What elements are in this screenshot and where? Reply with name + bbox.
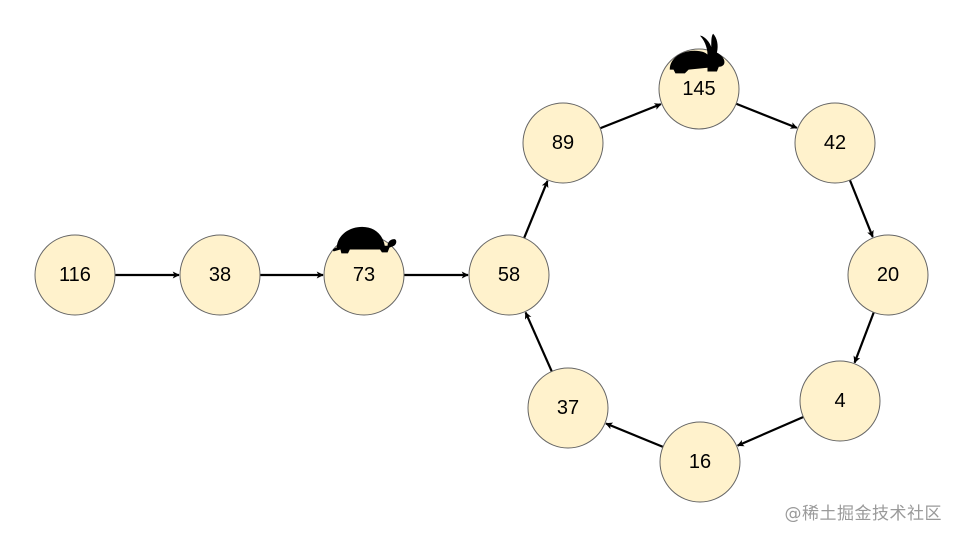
arrow-16-to-37 bbox=[605, 422, 664, 448]
arrow-89-to-145 bbox=[599, 103, 662, 130]
node-label: 89 bbox=[552, 132, 574, 154]
arrow-4-to-16 bbox=[736, 415, 804, 447]
rabbit-icon bbox=[669, 33, 725, 74]
node-89: 89 bbox=[522, 102, 604, 184]
node-label: 16 bbox=[689, 451, 711, 473]
node-label: 37 bbox=[557, 397, 579, 419]
arrow-145-to-42 bbox=[735, 102, 798, 129]
tortoise-icon bbox=[332, 226, 397, 254]
node-label: 4 bbox=[834, 390, 845, 412]
node-circle bbox=[34, 234, 116, 316]
node-label: 38 bbox=[209, 264, 231, 286]
node-circle bbox=[799, 360, 881, 442]
arrow-58-to-89 bbox=[523, 180, 549, 239]
node-label: 145 bbox=[682, 78, 715, 100]
arrow-37-to-58 bbox=[524, 311, 553, 372]
node-circle bbox=[847, 234, 929, 316]
node-38: 38 bbox=[179, 234, 261, 316]
node-label: 116 bbox=[59, 264, 91, 286]
node-circle bbox=[794, 102, 876, 184]
node-20: 20 bbox=[847, 234, 929, 316]
watermark: @稀土掘金技术社区 bbox=[784, 504, 942, 524]
node-circle bbox=[179, 234, 261, 316]
arrow-20-to-4 bbox=[853, 311, 875, 364]
node-circle bbox=[527, 367, 609, 449]
node-116: 116 bbox=[34, 234, 116, 316]
node-label: 58 bbox=[498, 264, 520, 286]
node-label: 73 bbox=[353, 264, 375, 286]
node-label: 42 bbox=[824, 132, 846, 154]
node-58: 58 bbox=[468, 234, 550, 316]
node-42: 42 bbox=[794, 102, 876, 184]
node-73: 73 bbox=[323, 234, 405, 316]
node-4: 4 bbox=[799, 360, 881, 442]
arrow-42-to-20 bbox=[848, 179, 874, 238]
node-37: 37 bbox=[527, 367, 609, 449]
node-circle bbox=[659, 421, 741, 503]
node-label: 20 bbox=[877, 264, 899, 286]
node-circle bbox=[522, 102, 604, 184]
node-16: 16 bbox=[659, 421, 741, 503]
node-circle bbox=[468, 234, 550, 316]
